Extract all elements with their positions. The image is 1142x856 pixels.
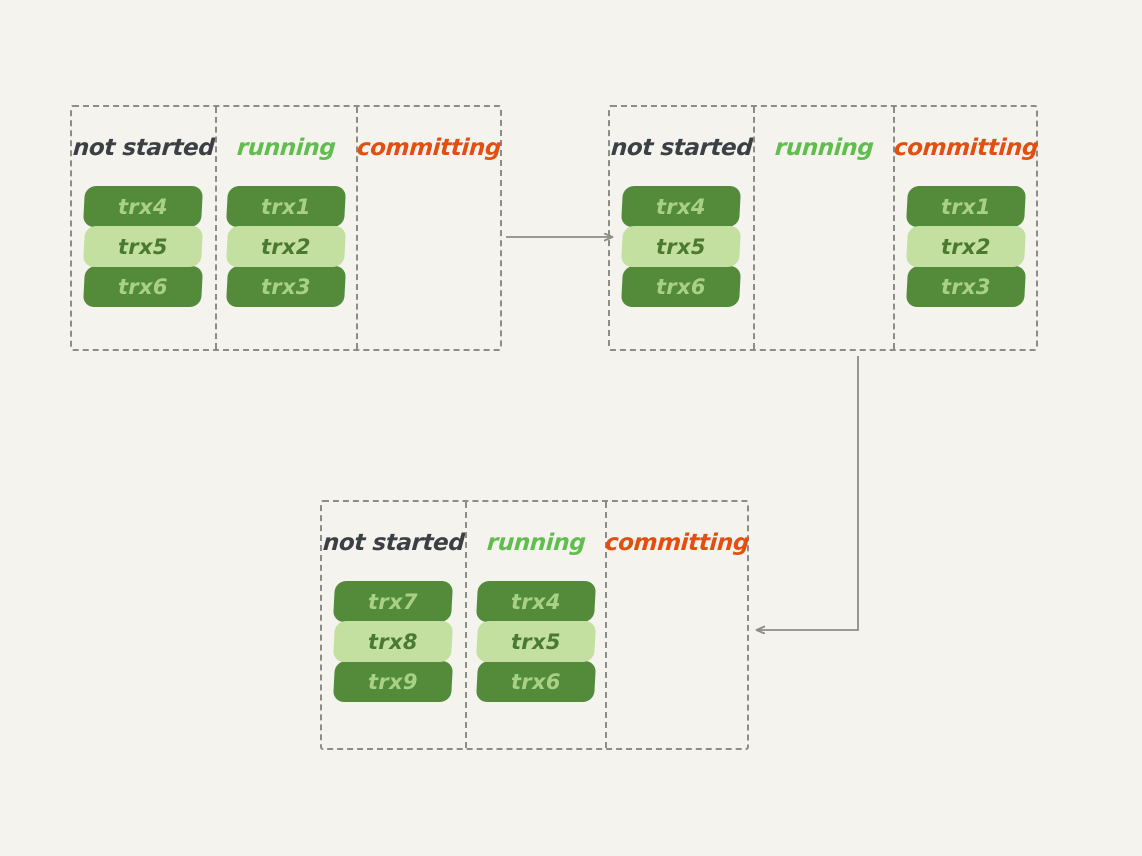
column-label-running: running [236,135,337,161]
column-not-started: not started trx4 trx5 trx6 [610,107,753,349]
transaction-pill-label: trx6 [511,669,561,694]
transaction-pill[interactable]: trx5 [475,621,597,662]
transaction-pill[interactable]: trx6 [475,661,597,702]
transaction-pill-label: trx8 [368,629,419,654]
transaction-pill-label: trx6 [118,274,169,299]
transaction-pill[interactable]: trx6 [621,266,742,307]
column-not-started: not started trx4 trx5 trx6 [72,107,215,349]
transaction-pill[interactable]: trx2 [905,226,1026,267]
transaction-pill[interactable]: trx4 [83,186,204,227]
transaction-pill[interactable]: trx4 [621,186,742,227]
column-running: running trx1 trx2 trx3 [214,107,356,349]
transaction-pill[interactable]: trx5 [621,226,742,267]
transaction-pill[interactable]: trx4 [475,581,597,622]
column-label-running: running [485,530,587,556]
transaction-pill[interactable]: trx6 [83,266,204,307]
arrow-panel2-to-panel3 [757,356,859,630]
transaction-pill-label: trx3 [940,274,991,299]
column-label-committing: committing [604,530,750,556]
column-not-started: not started trx7 trx8 trx9 [322,502,465,748]
transaction-pill-label: trx5 [511,629,561,654]
transaction-pill-label: trx2 [261,234,312,259]
column-label-not-started: not started [321,530,466,556]
pill-stack-running: trx4 trx5 trx6 [475,581,597,702]
column-committing: committing [356,107,502,349]
transaction-pill-label: trx4 [118,194,169,219]
transaction-pill[interactable]: trx5 [83,226,204,267]
column-label-not-started: not started [609,135,754,161]
transaction-pill-label: trx4 [656,194,707,219]
transaction-pill[interactable]: trx1 [226,186,347,227]
transaction-pill-label: trx5 [118,234,169,259]
column-committing: committing [604,502,750,748]
pill-stack-not-started: trx7 trx8 trx9 [333,581,454,702]
panel-state-1: not started trx4 trx5 trx6 running trx1 … [70,105,502,351]
pill-stack-committing: trx1 trx2 trx3 [905,186,1026,307]
transaction-pill[interactable]: trx3 [226,266,347,307]
transaction-pill-label: trx1 [261,194,312,219]
pill-stack-running: trx1 trx2 trx3 [226,186,347,307]
column-label-committing: committing [892,135,1039,161]
transaction-pill-label: trx3 [261,274,312,299]
transaction-pill-label: trx5 [656,234,707,259]
column-running: running [752,107,893,349]
transaction-pill-label: trx6 [656,274,707,299]
transaction-pill-label: trx7 [368,589,419,614]
transaction-pill-label: trx9 [368,669,419,694]
transaction-pill[interactable]: trx9 [333,661,454,702]
transaction-pill[interactable]: trx8 [333,621,454,662]
transaction-pill[interactable]: trx1 [905,186,1026,227]
panel-state-2: not started trx4 trx5 trx6 running commi… [608,105,1038,351]
transaction-pill[interactable]: trx7 [333,581,454,622]
transaction-pill-label: trx2 [940,234,991,259]
transaction-pill[interactable]: trx2 [226,226,347,267]
column-label-committing: committing [356,135,502,161]
panel-state-3: not started trx7 trx8 trx9 running trx4 … [320,500,750,750]
column-committing: committing trx1 trx2 trx3 [892,107,1039,349]
transaction-pill[interactable]: trx3 [905,266,1026,307]
pill-stack-not-started: trx4 trx5 trx6 [621,186,742,307]
column-label-not-started: not started [71,135,216,161]
transaction-pill-label: trx1 [940,194,991,219]
pill-stack-not-started: trx4 trx5 trx6 [83,186,204,307]
column-label-running: running [773,135,875,161]
column-running: running trx4 trx5 trx6 [464,502,605,748]
transaction-pill-label: trx4 [511,589,561,614]
